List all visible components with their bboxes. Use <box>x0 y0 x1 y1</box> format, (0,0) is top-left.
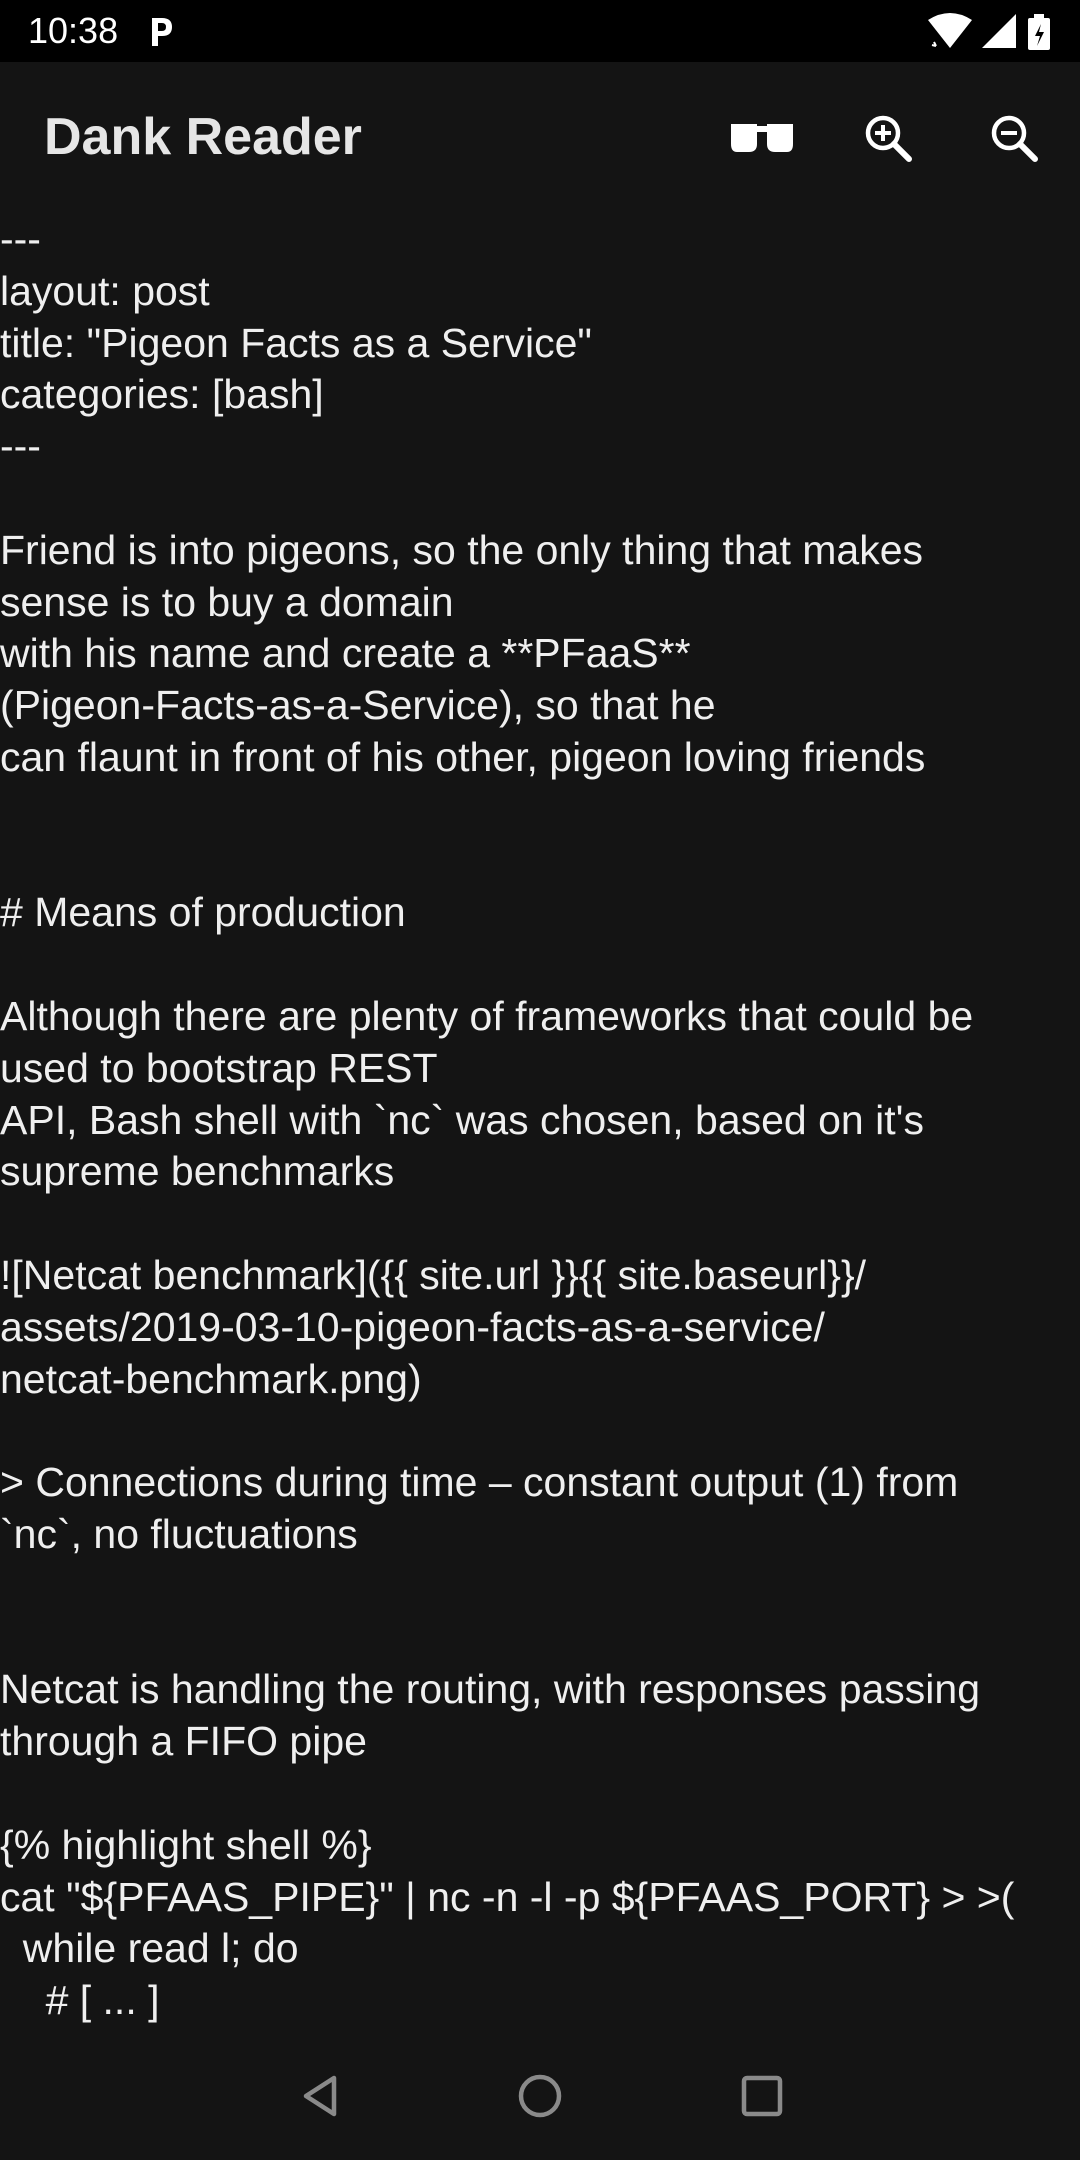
text-line: categories: [bash] <box>0 371 324 418</box>
navigation-bar <box>0 2034 1080 2160</box>
glasses-icon <box>729 120 795 161</box>
text-line: assets/2019-03-10-pigeon-facts-as-a-serv… <box>0 1303 825 1350</box>
text-line <box>0 473 1080 525</box>
p-app-icon <box>146 14 176 48</box>
text-line <box>0 1405 1080 1457</box>
zoom-in-icon <box>863 113 913 168</box>
wifi-icon <box>928 13 972 48</box>
zoom-out-icon <box>989 113 1039 168</box>
text-line: --- <box>0 423 41 470</box>
text-line <box>0 939 1080 991</box>
text-line: can flaunt in front of his other, pigeon… <box>0 733 926 780</box>
text-line: sense is to buy a domain <box>0 578 454 625</box>
text-line: with his name and create a **PFaaS** <box>0 630 691 677</box>
text-line: supreme benchmarks <box>0 1148 395 1195</box>
text-line: through a FIFO pipe <box>0 1718 367 1765</box>
status-bar: 10:38 <box>0 0 1080 62</box>
recents-icon <box>738 2072 786 2125</box>
battery-icon <box>1028 14 1050 50</box>
text-line <box>0 1198 1080 1250</box>
text-line: used to bootstrap REST <box>0 1044 438 1091</box>
text-line: while read l; do <box>0 1925 299 1972</box>
text-line: # Means of production <box>0 889 406 936</box>
document-content[interactable]: --- layout: post title: "Pigeon Facts as… <box>0 214 1080 2034</box>
text-line <box>0 1561 1080 1613</box>
back-button[interactable] <box>280 2058 360 2138</box>
text-line: Friend is into pigeons, so the only thin… <box>0 526 924 573</box>
text-line: title: "Pigeon Facts as a Service" <box>0 319 592 366</box>
home-button[interactable] <box>500 2058 580 2138</box>
text-line <box>0 836 1080 888</box>
text-line <box>0 1768 1080 1820</box>
text-line <box>0 784 1080 836</box>
back-icon <box>298 2072 342 2125</box>
cellular-signal-icon <box>982 14 1016 48</box>
text-line: layout: post <box>0 267 210 314</box>
text-line: API, Bash shell with `nc` was chosen, ba… <box>0 1096 924 1143</box>
reader-mode-button[interactable] <box>722 100 802 180</box>
text-line: --- <box>0 216 41 262</box>
zoom-out-button[interactable] <box>974 100 1054 180</box>
home-icon <box>516 2072 564 2125</box>
text-line: # [ ... ] <box>0 1977 160 2024</box>
text-line: Netcat is handling the routing, with res… <box>0 1666 981 1713</box>
app-title: Dank Reader <box>44 108 362 166</box>
app-bar: Dank Reader <box>0 62 1080 214</box>
text-line: cat "${PFAAS_PIPE}" | nc -n -l -p ${PFAA… <box>0 1873 1015 1920</box>
text-line <box>0 1613 1080 1665</box>
recents-button[interactable] <box>722 2058 802 2138</box>
text-line: {% highlight shell %} <box>0 1821 372 1868</box>
text-line: ![Netcat benchmark]({{ site.url }}{{ sit… <box>0 1251 867 1298</box>
text-line: `nc`, no fluctuations <box>0 1510 358 1557</box>
zoom-in-button[interactable] <box>848 100 928 180</box>
text-line: > Connections during time – constant out… <box>0 1459 959 1506</box>
text-line: Although there are plenty of frameworks … <box>0 992 974 1039</box>
text-line: (Pigeon-Facts-as-a-Service), so that he <box>0 682 716 729</box>
text-line: netcat-benchmark.png) <box>0 1355 422 1402</box>
status-icons <box>926 12 1056 52</box>
status-time: 10:38 <box>28 10 119 51</box>
